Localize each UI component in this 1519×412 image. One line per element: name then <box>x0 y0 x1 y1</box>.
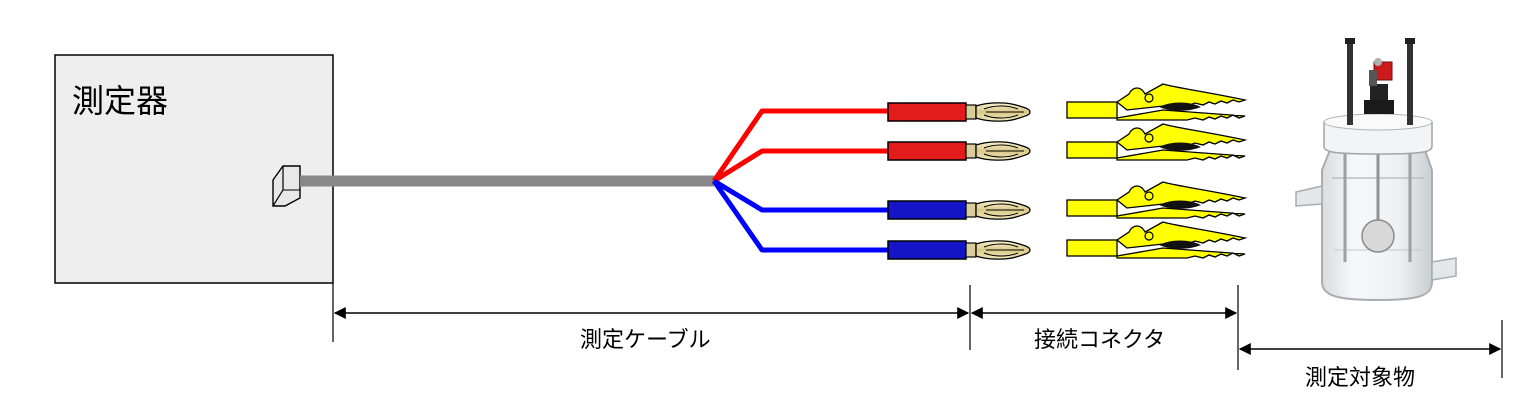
connector-dimension-label: 接続コネクタ <box>1034 328 1166 353</box>
alligator-clip-1 <box>1066 83 1246 121</box>
blue-wires <box>711 178 890 253</box>
banana-plug-red-1 <box>887 102 1031 122</box>
electrochemical-cell-image <box>1295 38 1457 302</box>
alligator-clip-4 <box>1066 221 1246 259</box>
banana-plug-blue-1 <box>887 200 1031 220</box>
banana-plug-blue-2 <box>887 240 1031 260</box>
target-dimension-label: 測定対象物 <box>1305 366 1416 391</box>
alligator-clip-2 <box>1066 123 1246 161</box>
banana-plug-red-2 <box>887 141 1031 161</box>
device-port-icon <box>272 165 301 207</box>
red-wires <box>711 108 890 184</box>
dimension-extension-lines <box>332 283 1503 378</box>
measuring-device-label: 測定器 <box>72 82 169 120</box>
cable-dimension-label: 測定ケーブル <box>580 328 711 353</box>
alligator-clip-3 <box>1066 181 1246 219</box>
